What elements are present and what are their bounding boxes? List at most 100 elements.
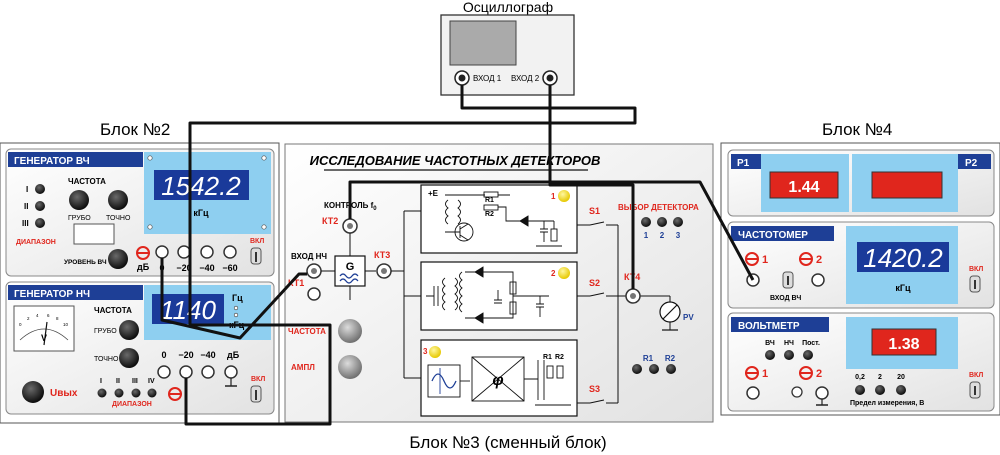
fm-input-switch[interactable] (782, 271, 794, 289)
detector-select-button-2[interactable] (657, 217, 667, 227)
lf-meter-scale-2: 2 (27, 316, 30, 321)
oscilloscope-title: Осциллограф (463, 0, 553, 15)
vm-range-20-button[interactable] (896, 385, 906, 395)
voltmeter-title-bar (731, 317, 829, 332)
oscilloscope-input-1-jack[interactable] (454, 70, 470, 86)
detector-1-supply-label: +E (428, 189, 439, 198)
hf-range-iii-label: III (22, 219, 29, 228)
vm-range-2-button[interactable] (875, 385, 885, 395)
detector-1-circuit (445, 191, 562, 247)
kt1-jack-core (311, 268, 317, 274)
hf-power-toggle[interactable] (250, 247, 262, 265)
vm-input-2-jack[interactable] (815, 386, 829, 400)
lf-meter-unit: V (41, 333, 47, 343)
hf-fine-label: ТОЧНО (106, 215, 131, 222)
lf-unit-indicator-khz (233, 312, 239, 318)
switch-s3-label: S3 (589, 384, 600, 394)
detector-2-board (420, 261, 578, 331)
vm-input-1-label: 1 (762, 368, 768, 380)
hf-coarse-knob[interactable] (69, 190, 89, 210)
vm-mode-lf-button[interactable] (784, 350, 794, 360)
detector-3-circuit (427, 356, 571, 406)
vm-input-1-jack[interactable] (746, 386, 760, 400)
voltmeter-value: 1.38 (888, 336, 919, 353)
frequency-meter-lcd (857, 242, 949, 272)
r1-select-button[interactable] (632, 364, 642, 374)
lf-range-label-i: I (100, 378, 102, 385)
lf-range-label-iii: III (132, 378, 138, 385)
screw-icon (147, 224, 153, 230)
vm-range-02-button[interactable] (855, 385, 865, 395)
frequency-knob[interactable] (338, 319, 362, 343)
hf-frequency-label: ЧАСТОТА (68, 177, 106, 186)
lf-power-toggle[interactable] (250, 385, 262, 403)
vm-power-toggle[interactable] (969, 381, 981, 399)
fm-input-label: ВХОД ВЧ (770, 295, 801, 302)
amplitude-knob[interactable] (338, 355, 362, 379)
pv-label: PV (683, 313, 694, 322)
fm-power-toggle[interactable] (969, 275, 981, 293)
vm-range-02-label: 0,2 (855, 374, 865, 381)
hf-attenuator-jack-40[interactable] (200, 245, 214, 259)
hf-range-iii-button[interactable] (35, 218, 45, 228)
vm-mode-hf-button[interactable] (765, 350, 775, 360)
lf-uout-label: Uвых (50, 388, 78, 399)
fm-input-2-jack[interactable] (811, 273, 825, 287)
hf-range-i-button[interactable] (35, 184, 45, 194)
hf-attenuator-label-20: −20 (176, 263, 191, 273)
lf-range-button-iv[interactable] (147, 388, 157, 398)
hf-fine-knob[interactable] (108, 190, 128, 210)
vm-input-2-label: 2 (816, 368, 822, 380)
kt2-label: КТ2 (322, 216, 338, 226)
p2-title-bar (958, 154, 991, 169)
fm-power-label: ВКЛ (969, 266, 983, 273)
cable-hf-generator-to-kt1 (160, 258, 307, 340)
detector-bus-wiring (391, 210, 671, 404)
hf-range-ii-label: II (24, 202, 28, 211)
lf-coarse-knob[interactable] (119, 320, 139, 340)
hf-attenuator-jack-60[interactable] (223, 245, 237, 259)
vm-ground-jack[interactable] (791, 386, 803, 398)
vm-mode-dc-button[interactable] (803, 350, 813, 360)
hf-frequency-lcd (154, 170, 249, 200)
lf-range-button-ii[interactable] (114, 388, 124, 398)
lf-range-button-i[interactable] (97, 388, 107, 398)
r2-select-button[interactable] (666, 364, 676, 374)
lf-attenuator-jack-20[interactable] (179, 365, 193, 379)
hf-coarse-label: ГРУБО (68, 215, 91, 222)
hf-indicator-window (73, 223, 115, 245)
frequency-meter-title-bar (731, 226, 834, 241)
hf-range-i-label: I (26, 185, 28, 194)
lf-frequency-value: 1140 (160, 295, 216, 325)
detector-3-number: 3 (423, 347, 428, 356)
lf-attenuator-jack-0[interactable] (157, 365, 171, 379)
hf-power-label: ВКЛ (250, 238, 264, 245)
detector-select-num-2: 2 (660, 231, 665, 240)
detector-select-button-3[interactable] (673, 217, 683, 227)
lf-coarse-label: ГРУБО (94, 328, 117, 335)
lf-ground-jack[interactable] (224, 365, 238, 379)
hf-attenuator-label-60: −60 (222, 263, 237, 273)
lf-amplitude-knob[interactable] (22, 381, 44, 403)
lf-range-button-iii[interactable] (131, 388, 141, 398)
lf-fine-knob[interactable] (119, 348, 139, 368)
detector-select-button-1[interactable] (641, 217, 651, 227)
hf-attenuator-jack-20[interactable] (177, 245, 191, 259)
hf-level-knob[interactable] (108, 249, 128, 269)
vm-range-20-label: 20 (897, 374, 905, 381)
lf-range-label-iv: IV (148, 378, 155, 385)
lf-attenuator-label-40: −40 (200, 350, 215, 360)
detector-2-number: 2 (551, 269, 556, 278)
r1-select-label: R1 (643, 354, 654, 363)
detector-1-r1-label: R1 (485, 197, 494, 204)
hf-range-ii-button[interactable] (35, 201, 45, 211)
hf-attenuator-jack-0[interactable] (155, 245, 169, 259)
kt1-ground-jack[interactable] (307, 287, 321, 301)
vm-power-label: ВКЛ (969, 372, 983, 379)
oscilloscope-input-2-jack[interactable] (542, 70, 558, 86)
lf-attenuator-label-20: −20 (178, 350, 193, 360)
r-mid-select-button[interactable] (649, 364, 659, 374)
p2-lcd (871, 171, 943, 199)
lf-attenuator-jack-40[interactable] (201, 365, 215, 379)
